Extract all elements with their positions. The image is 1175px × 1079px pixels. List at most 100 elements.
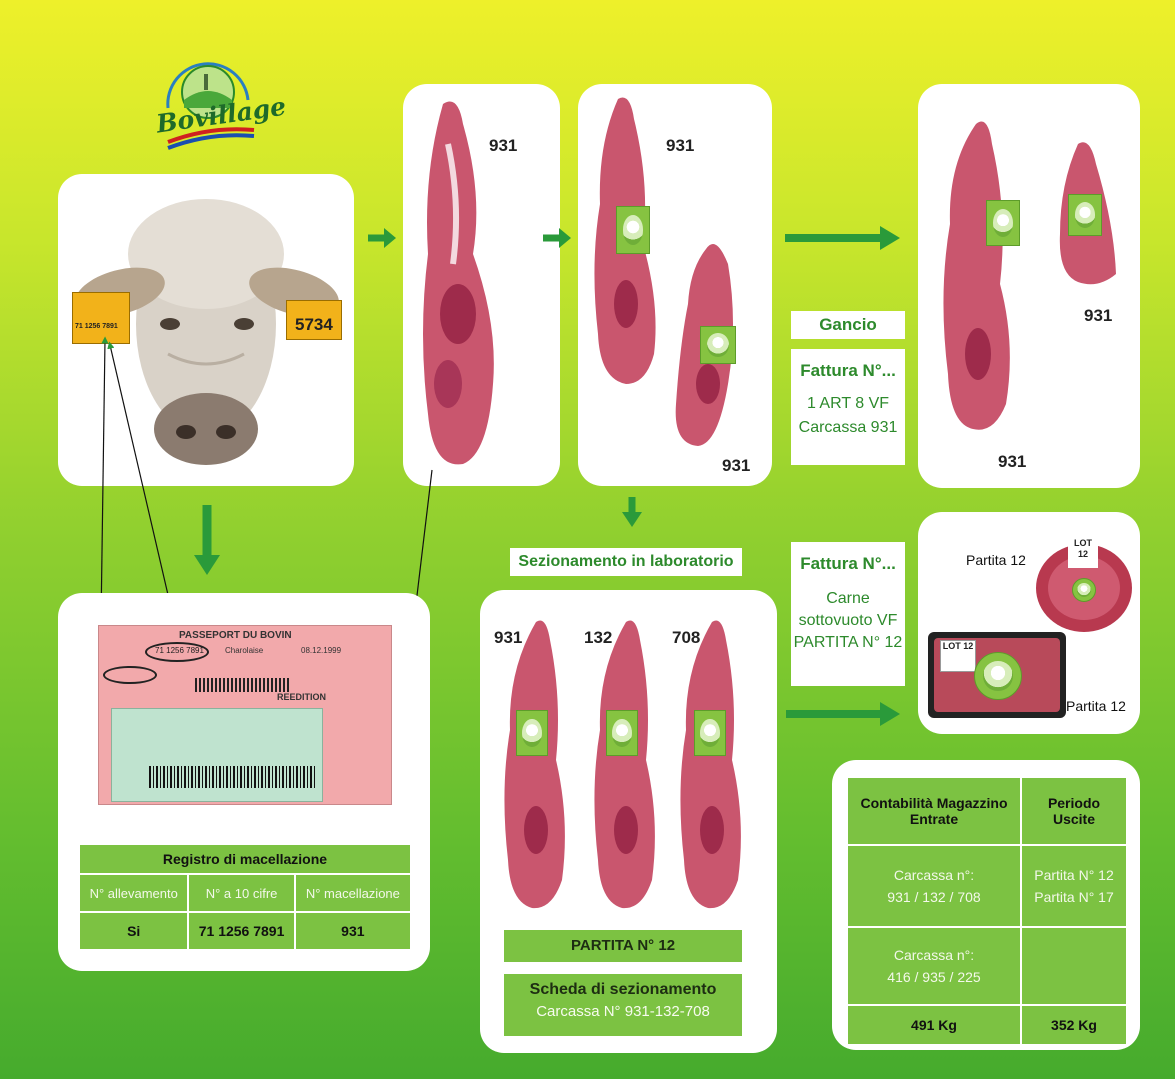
registro-value-id-text: 71 1256 7891 (199, 923, 285, 939)
passport-barcode (149, 766, 317, 788)
gancio-label-box: Gancio (791, 311, 905, 339)
registro-header-allevamento: N° allevamento (79, 874, 188, 912)
cont-row2-left: Carcassa n°: 416 / 935 / 225 (847, 927, 1021, 1005)
lab-sticker-1 (516, 710, 548, 756)
packs-label-top: Partita 12 (966, 552, 1026, 568)
lab-carcass-number-3: 708 (672, 628, 700, 648)
lot-label-steak-text: LOT 12 (1074, 538, 1092, 559)
lab-carcass-number-2: 132 (584, 628, 612, 648)
arrow-split-to-hook (785, 226, 900, 250)
lab-carcass-number-1: 931 (494, 628, 522, 648)
scheda-title: Scheda di sezionamento (504, 981, 742, 999)
scheda-box: Scheda di sezionamento Carcassa N° 931-1… (504, 974, 742, 1036)
bovillage-sticker-upper (616, 206, 650, 254)
cont-row2-left-line2: 416 / 935 / 225 (849, 969, 1019, 985)
registro-value-allevamento: Si (79, 912, 188, 950)
steak-sticker (1072, 578, 1096, 602)
cont-total-left: 491 Kg (847, 1005, 1021, 1045)
cow-card: 71 1256 7891 5734 (58, 174, 354, 486)
gancio-label: Gancio (819, 315, 877, 334)
invoice-vacuum-line3: PARTITA N° 12 (791, 634, 905, 652)
passport-ear-number: 71 1256 7891 (155, 646, 204, 655)
cont-row1-right: Partita N° 12 Partita N° 17 (1021, 845, 1127, 927)
hook-carcass-number-bottom: 931 (998, 452, 1026, 472)
registro-value-macellazione: 931 (295, 912, 411, 950)
packs-label-bottom: Partita 12 (1066, 698, 1126, 714)
invoice-vacuum-box: Fattura N°... Carne sottovuoto VF PARTIT… (791, 542, 905, 686)
cont-row1-left: Carcassa n°: 931 / 132 / 708 (847, 845, 1021, 927)
partita-bar: PARTITA N° 12 (504, 930, 742, 962)
lab-label: Sezionamento in laboratorio (518, 553, 733, 570)
lab-card: 931 132 708 PARTITA N° 12 Scheda di sezi… (480, 590, 777, 1053)
passport-document: PASSEPORT DU BOVIN 71 1256 7891 Charolai… (98, 625, 392, 805)
invoice-vacuum-line2: sottovuoto VF (791, 612, 905, 630)
lot-label-steak: LOT 12 (1068, 538, 1098, 568)
cont-header-right-line2: Uscite (1023, 811, 1125, 827)
logo-emblem (150, 30, 265, 160)
cont-row1-right-line2: Partita N° 17 (1023, 889, 1125, 905)
invoice-hook-line2: Carcassa 931 (791, 419, 905, 437)
bovillage-sticker-hook-right (1068, 194, 1102, 236)
lab-sticker-3 (694, 710, 726, 756)
registro-header-macellazione: N° macellazione (295, 874, 411, 912)
contabilita-table: Contabilità Magazzino Entrate Periodo Us… (846, 776, 1128, 1046)
registro-value-macellazione-text: 931 (341, 923, 364, 939)
cont-header-right-line1: Periodo (1023, 795, 1125, 811)
partita-label: PARTITA N° 12 (571, 937, 675, 954)
registro-title-cell: Registro di macellazione (79, 844, 411, 874)
tray-sticker (974, 652, 1022, 700)
passport-birth-date: 08.12.1999 (301, 646, 341, 655)
ear-tag-left-text: 71 1256 7891 (75, 323, 118, 330)
cont-total-right-text: 352 Kg (1051, 1017, 1097, 1033)
ear-tag-right: 5734 (286, 300, 342, 340)
invoice-hook-line1: 1 ART 8 VF (791, 395, 905, 413)
registro-table: Registro di macellazione N° allevamento … (78, 843, 412, 951)
lab-carcass-1 (504, 620, 564, 908)
bovillage-sticker-hook-left (986, 200, 1020, 246)
arrow-split-to-lab (622, 497, 642, 527)
registro-title: Registro di macellazione (163, 851, 327, 867)
passport-title: PASSEPORT DU BOVIN (179, 630, 292, 641)
hook-carcass-illustration (918, 84, 1140, 488)
invoice-vacuum-heading: Fattura N°... (791, 554, 905, 574)
hook-carcass-number-right: 931 (1084, 306, 1112, 326)
cont-total-left-text: 491 Kg (911, 1017, 957, 1033)
cont-row1-left-line2: 931 / 132 / 708 (849, 889, 1019, 905)
split-carcass-card: 931 931 (578, 84, 772, 486)
registro-header-id: N° a 10 cifre (188, 874, 294, 912)
lab-sticker-2 (606, 710, 638, 756)
passport-breed: Charolaise (225, 646, 263, 655)
passport-id-oval: 71 1256 7891 (145, 642, 209, 662)
cont-header-left-line1: Contabilità Magazzino (849, 795, 1019, 811)
arrow-cow-to-passport (194, 505, 220, 575)
lab-carcass-2 (594, 620, 654, 908)
lab-label-box: Sezionamento in laboratorio (510, 548, 742, 576)
invoice-hook-heading: Fattura N°... (791, 361, 905, 381)
registro-value-id: 71 1256 7891 (188, 912, 294, 950)
bovillage-sticker-lower (700, 326, 736, 364)
passport-card: PASSEPORT DU BOVIN 71 1256 7891 Charolai… (58, 593, 430, 971)
invoice-hook-box: Fattura N°... 1 ART 8 VF Carcassa 931 (791, 349, 905, 465)
cont-row1-left-line1: Carcassa n°: (849, 867, 1019, 883)
packs-card: LOT 12 LOT 12 Partita 12 Partita 12 (918, 512, 1140, 734)
registro-value-allevamento-text: Si (127, 923, 140, 939)
lot-label-tray-text: LOT 12 (943, 641, 974, 651)
cont-total-right: 352 Kg (1021, 1005, 1127, 1045)
registro-header-id-text: N° a 10 cifre (206, 886, 278, 901)
split-carcass-number-top: 931 (666, 136, 694, 156)
cont-row2-right (1021, 927, 1127, 1005)
bovillage-logo: Bovillage (150, 30, 265, 160)
cont-header-left-line2: Entrate (849, 811, 1019, 827)
half-carcass-number: 931 (489, 136, 517, 156)
passport-section-label: REEDITION (277, 692, 326, 702)
lab-carcass-3 (680, 620, 740, 908)
invoice-vacuum-line1: Carne (791, 590, 905, 608)
cont-header-left: Contabilità Magazzino Entrate (847, 777, 1021, 845)
passport-barcode-top (195, 678, 289, 692)
cont-row1-right-line1: Partita N° 12 (1023, 867, 1125, 883)
half-carcass-illustration (403, 84, 560, 486)
lot-label-tray: LOT 12 (940, 640, 976, 672)
scheda-value: Carcassa N° 931-132-708 (504, 1003, 742, 1020)
arrow-lab-to-packs (786, 702, 900, 726)
ear-tag-right-text: 5734 (295, 315, 333, 335)
